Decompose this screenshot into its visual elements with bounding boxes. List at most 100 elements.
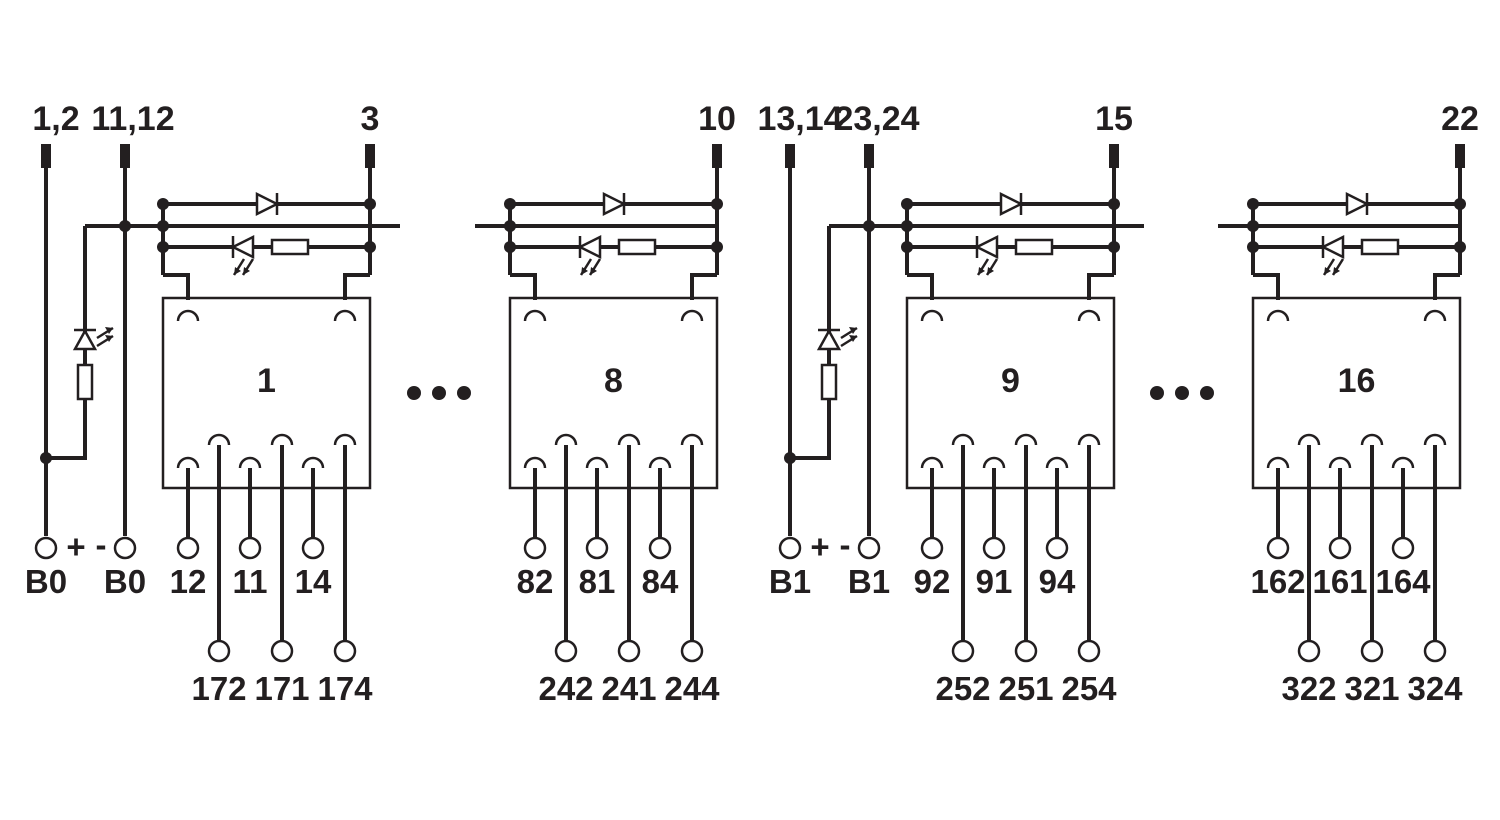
junction-dot xyxy=(1454,241,1466,253)
module-number: 1 xyxy=(257,362,276,400)
junction-dot xyxy=(157,220,169,232)
junction-dot xyxy=(863,220,875,232)
output-contact-icon xyxy=(1045,456,1069,469)
module-number: 16 xyxy=(1338,362,1376,400)
terminal-label: 252 xyxy=(935,670,990,707)
output-contact-icon xyxy=(680,433,704,446)
terminal-label: 13,14 xyxy=(757,100,842,138)
terminal-label: 324 xyxy=(1407,670,1463,707)
output-terminal xyxy=(648,536,672,560)
junction-dot xyxy=(1247,241,1259,253)
relay-module-box xyxy=(1251,296,1462,490)
coil-lead xyxy=(907,273,934,300)
junction-dot xyxy=(40,452,52,464)
output-contact-icon xyxy=(1360,433,1384,446)
coil-lead xyxy=(510,273,537,300)
supply-label: B1 xyxy=(848,563,890,600)
junction-dot xyxy=(784,452,796,464)
output-contact-icon xyxy=(238,456,262,469)
polarity-sign: - xyxy=(96,526,107,563)
output-terminal xyxy=(585,536,609,560)
coil-contact-icon xyxy=(680,309,704,322)
terminal-label: 244 xyxy=(664,670,720,707)
terminal-label: 164 xyxy=(1375,563,1431,600)
freewheel-diode-icon xyxy=(999,191,1024,217)
output-terminal xyxy=(680,639,704,663)
junction-dot xyxy=(1108,198,1120,210)
terminal-label: 11 xyxy=(233,563,268,600)
output-contact-icon xyxy=(1391,456,1415,469)
output-terminal xyxy=(207,639,231,663)
junction-dot xyxy=(504,220,516,232)
coil-contact-icon xyxy=(1423,309,1447,322)
supply-terminal xyxy=(113,536,137,560)
terminal-label: 81 xyxy=(579,563,616,600)
output-contact-icon xyxy=(1423,433,1447,446)
junction-dot xyxy=(157,198,169,210)
plug-pin-icon xyxy=(785,144,795,168)
terminal-label: 161 xyxy=(1312,563,1367,600)
terminal-label: 10 xyxy=(698,100,736,138)
output-contact-icon xyxy=(1077,433,1101,446)
resistor-icon xyxy=(1014,238,1054,256)
terminal-label: 242 xyxy=(538,670,593,707)
junction-dot xyxy=(504,241,516,253)
output-contact-icon xyxy=(176,456,200,469)
coil-lead xyxy=(690,273,717,300)
resistor-icon xyxy=(1360,238,1400,256)
output-terminal xyxy=(617,639,641,663)
freewheel-diode-icon xyxy=(602,191,627,217)
junction-dot xyxy=(711,198,723,210)
terminal-label: 321 xyxy=(1344,670,1399,707)
supply-label: B1 xyxy=(769,563,811,600)
output-terminal xyxy=(1423,639,1447,663)
terminal-label: 1,2 xyxy=(32,100,79,138)
output-terminal xyxy=(1328,536,1352,560)
output-contact-icon xyxy=(617,433,641,446)
junction-dot xyxy=(1108,241,1120,253)
output-contact-icon xyxy=(207,433,231,446)
resistor-icon xyxy=(76,363,94,401)
output-terminal xyxy=(1360,639,1384,663)
relay-module-box xyxy=(508,296,719,490)
plug-pin-icon xyxy=(1109,144,1119,168)
output-terminal xyxy=(1391,536,1415,560)
module-number: 9 xyxy=(1001,362,1020,400)
output-contact-icon xyxy=(523,456,547,469)
output-contact-icon xyxy=(1014,433,1038,446)
output-contact-icon xyxy=(1297,433,1321,446)
led-icon xyxy=(1320,234,1345,276)
junction-dot xyxy=(364,241,376,253)
status-led-branch xyxy=(790,226,831,460)
polarity-sign: - xyxy=(840,526,851,563)
supply-label: B0 xyxy=(25,563,67,600)
terminal-label: 241 xyxy=(601,670,656,707)
output-contact-icon xyxy=(270,433,294,446)
junction-dot xyxy=(504,198,516,210)
output-terminal xyxy=(982,536,1006,560)
junction-dot xyxy=(119,220,131,232)
terminal-label: 322 xyxy=(1281,670,1336,707)
plug-pin-icon xyxy=(1455,144,1465,168)
terminal-label: 15 xyxy=(1095,100,1133,138)
ellipsis-icon xyxy=(407,386,471,400)
terminal-label: 94 xyxy=(1039,563,1076,600)
output-terminal xyxy=(1014,639,1038,663)
polarity-sign: + xyxy=(66,528,85,565)
junction-dot xyxy=(1247,198,1259,210)
terminal-label: 3 xyxy=(361,100,380,138)
output-terminal xyxy=(951,639,975,663)
output-terminal xyxy=(270,639,294,663)
coil-contact-icon xyxy=(176,309,200,322)
output-contact-icon xyxy=(333,433,357,446)
terminal-label: 162 xyxy=(1250,563,1305,600)
output-contact-icon xyxy=(554,433,578,446)
junction-dot xyxy=(1454,198,1466,210)
terminal-label: 251 xyxy=(998,670,1053,707)
junction-dot xyxy=(901,198,913,210)
terminal-label: 23,24 xyxy=(834,100,919,138)
